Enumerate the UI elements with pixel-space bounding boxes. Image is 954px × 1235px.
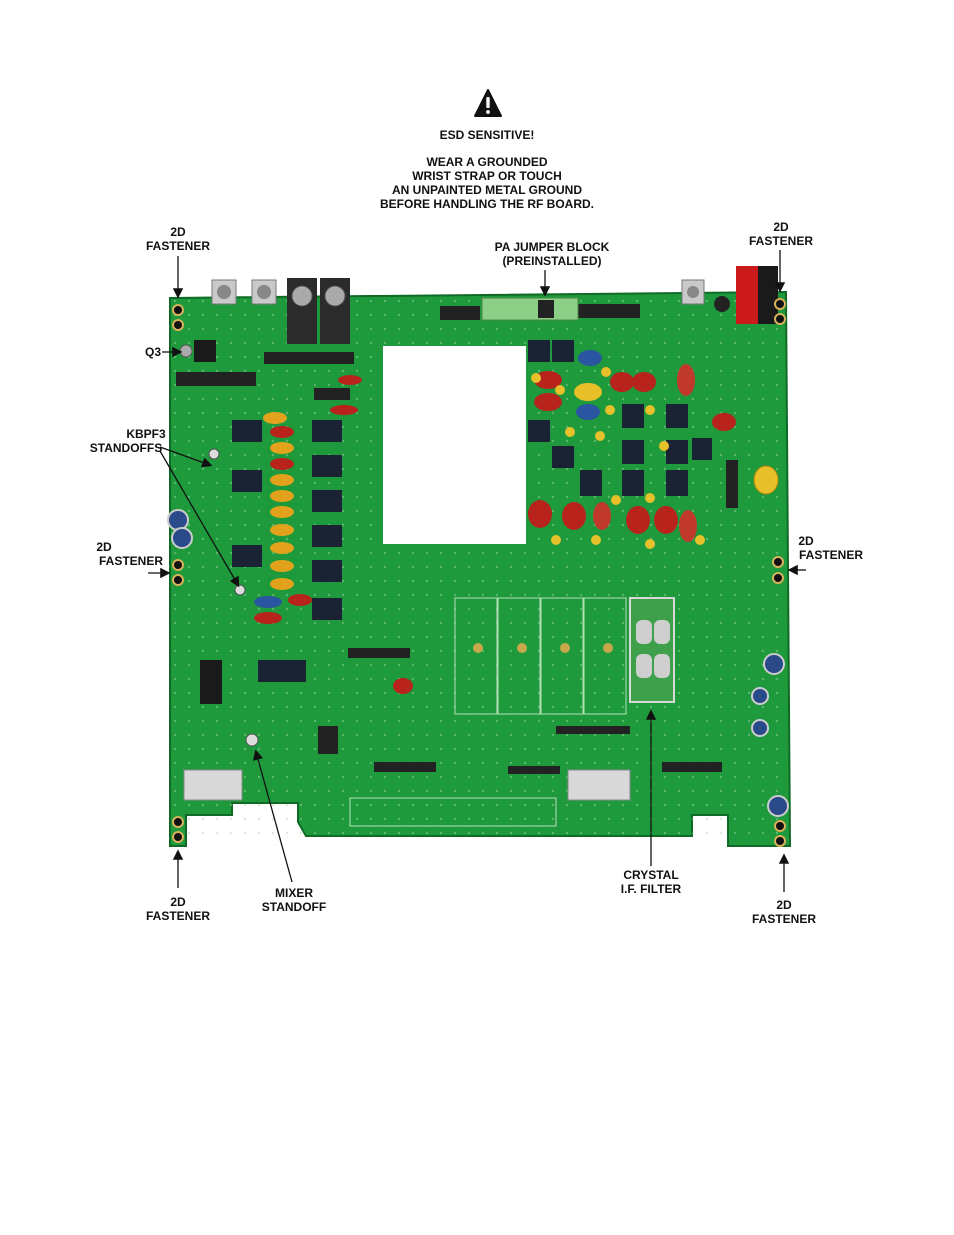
pa-toroids bbox=[528, 350, 779, 542]
kbpf3-standoff-1 bbox=[208, 448, 220, 460]
arrow-mixer bbox=[253, 749, 293, 883]
label-mixer-line1: MIXER bbox=[274, 886, 313, 900]
label-pa-jumper-line2: (PREINSTALLED) bbox=[502, 254, 602, 268]
bnc-jacks bbox=[287, 278, 350, 344]
crystal-if-filter bbox=[629, 597, 675, 703]
arrow-kbpf3-2 bbox=[159, 450, 240, 588]
label-fastener-top-left-line2: FASTENER bbox=[145, 239, 210, 253]
label-fastener-bottom-left-line1: 2D bbox=[170, 895, 186, 909]
esd-line-3: AN UNPAINTED METAL GROUND bbox=[392, 183, 582, 197]
electrolytic-capacitors bbox=[167, 509, 789, 817]
arrow-kbpf3-1 bbox=[159, 446, 213, 468]
label-kbpf3-line1: KBPF3 bbox=[126, 427, 166, 441]
rca-jacks bbox=[211, 279, 705, 305]
board-cutout bbox=[383, 346, 526, 544]
toroids-left bbox=[254, 375, 413, 694]
pa-jumper-block bbox=[481, 297, 579, 321]
label-fastener-mid-left-line1: 2D bbox=[96, 540, 112, 554]
label-fastener-mid-left-line2: FASTENER bbox=[98, 554, 163, 568]
power-connector bbox=[714, 266, 778, 324]
q3-transistor bbox=[194, 340, 216, 362]
pa-filter-relays bbox=[528, 340, 712, 496]
label-fastener-bottom-right-line2: FASTENER bbox=[751, 912, 816, 926]
label-fastener-top-right-line1: 2D bbox=[773, 220, 789, 234]
esd-line-4: BEFORE HANDLING THE RF BOARD. bbox=[380, 197, 594, 211]
bottom-connectors bbox=[183, 769, 631, 827]
warning-triangle-icon bbox=[474, 89, 502, 117]
esd-line-2: WRIST STRAP OR TOUCH bbox=[412, 169, 562, 183]
pin-headers bbox=[176, 304, 738, 774]
filter-sockets bbox=[454, 597, 627, 715]
filter-socket-pads bbox=[473, 643, 613, 653]
fastener-holes bbox=[172, 298, 786, 847]
label-crystal-line1: CRYSTAL bbox=[623, 868, 679, 882]
label-fastener-bottom-left-line2: FASTENER bbox=[145, 909, 210, 923]
mixer-standoff bbox=[245, 733, 259, 747]
label-q3: Q3 bbox=[144, 345, 161, 359]
esd-line-1: WEAR A GROUNDED bbox=[426, 155, 548, 169]
label-fastener-top-left-line1: 2D bbox=[170, 225, 186, 239]
yellow-capacitors bbox=[531, 367, 705, 549]
label-fastener-mid-right-line2: FASTENER bbox=[798, 548, 863, 562]
label-mixer-line2: STANDOFF bbox=[261, 900, 327, 914]
label-fastener-mid-right-line1: 2D bbox=[798, 534, 814, 548]
label-pa-jumper-line1: PA JUMPER BLOCK bbox=[494, 240, 610, 254]
label-crystal-line2: I.F. FILTER bbox=[620, 882, 682, 896]
kbpf3-standoff-2 bbox=[234, 584, 246, 596]
label-kbpf3-line2: STANDOFFS bbox=[89, 441, 163, 455]
relays-left bbox=[232, 420, 342, 682]
label-fastener-top-right-line2: FASTENER bbox=[748, 234, 813, 248]
label-fastener-bottom-right-line1: 2D bbox=[776, 898, 792, 912]
esd-title: ESD SENSITIVE! bbox=[439, 128, 535, 142]
